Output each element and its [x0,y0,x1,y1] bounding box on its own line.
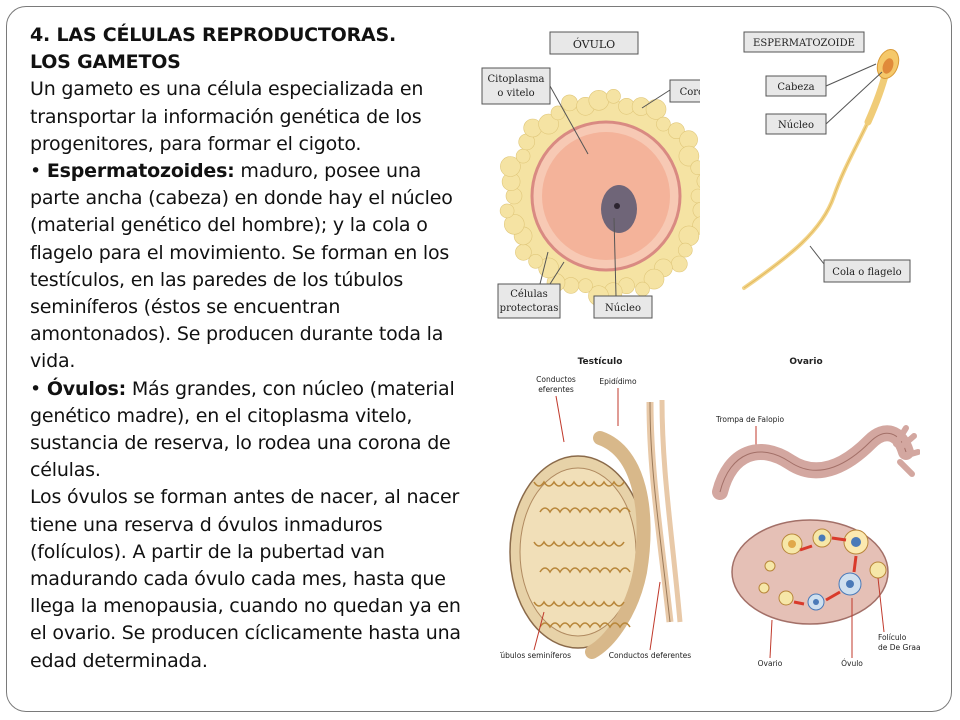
ovum-description: Más grandes, con núcleo (material genéti… [30,377,455,482]
intro-paragraph: Un gameto es una célula especializada en… [30,78,424,155]
bullet-symbol: • [30,377,47,400]
sperm-title: ESPERMATOZOIDE [753,38,855,49]
ovum-label: Óvulo [841,659,863,668]
sperm-figure: ESPERMATOZOIDE Cabeza Núcleo Cola o flag… [730,26,926,298]
closing-paragraph: Los óvulos se forman antes de nacer, al … [30,486,461,672]
testicle-illustration: Testículo Conductos eferentes Epidídimo … [500,357,692,660]
testicle-figure: Testículo Conductos eferentes Epidídimo … [500,352,700,674]
graafian-follicle-label-line-2: de De Graaf [878,643,920,652]
ovary-figure: Ovario Trompa de Falopio [700,352,920,674]
text-column: 4. LAS CÉLULAS REPRODUCTORAS. LOS GAMETO… [30,22,475,675]
sperm-title-box [743,31,865,53]
ovary-title: Ovario [789,357,822,367]
sperm-description: maduro, posee una parte ancha (cabeza) e… [30,160,453,373]
ovum-nucleus [601,185,637,233]
sperm-head-label: Cabeza [777,82,814,93]
ovary-label: Ovario [758,659,783,668]
sperm-illustration: ESPERMATOZOIDE Cabeza Núcleo Cola o flag… [742,31,911,290]
heading: 4. LAS CÉLULAS REPRODUCTORAS. LOS GAMETO… [30,22,475,76]
sperm-tail-label-box [823,259,911,283]
ovum-paragraph: • Óvulos: Más grandes, con núcleo (mater… [30,376,475,485]
epididymis-label: Epidídimo [599,377,637,386]
sperm-tail-label: Cola o flagelo [832,267,901,278]
cytoplasm-label-line-1: Citoplasma [487,74,544,85]
sperm-nucleus [882,58,894,74]
sperm-nucleus-label: Núcleo [778,120,814,131]
seminiferous-tubules [533,480,631,629]
cytoplasm-label-line-2: o vitelo [497,88,534,99]
testicle-title: Testículo [578,357,623,367]
sperm-term: Espermatozoides: [46,160,235,183]
ovum-nucleus-label: Núcleo [605,303,641,314]
ovum-nucleus-label-box [593,295,653,319]
graafian-follicle-label-line-1: Folículo [878,633,907,642]
bullet-symbol: • [30,160,47,183]
fallopian-tube-label: Trompa de Falopio [715,415,785,424]
ovum-title: ÓVULO [573,37,615,51]
efferent-ducts-label-line-1: Conductos [536,375,576,384]
protective-cells-label-line-1: Células [510,289,548,300]
ovum-figure: ÓVULO Citoplasma o vitelo Corona Células… [480,26,700,326]
heading-line-1: 4. LAS CÉLULAS REPRODUCTORAS. [30,24,397,46]
seminiferous-tubules-label: Túbulos seminíferos [500,651,571,660]
corona-label-box [669,79,700,103]
heading-line-2: LOS GAMETOS [30,51,181,74]
follicles [758,528,887,611]
epididymis [585,431,651,659]
protective-cells-label-line-2: protectoras [500,303,559,314]
maturation-arrows [793,536,858,606]
protective-cells-label-box [497,283,561,319]
ovum-title-box [549,31,639,55]
ovum-term: Óvulos: [46,377,126,400]
fallopian-tube [712,425,914,500]
ovary-illustration: Ovario Trompa de Falopio [712,357,920,668]
vas-deferens-label: Conductos deferentes [609,651,692,660]
ovum-illustration: ÓVULO Citoplasma o vitelo Corona Células… [481,31,700,319]
corona-label: Corona [680,87,700,98]
sperm-paragraph: • Espermatozoides: maduro, posee una par… [30,158,475,376]
efferent-ducts-label-line-2: eferentes [538,385,574,394]
